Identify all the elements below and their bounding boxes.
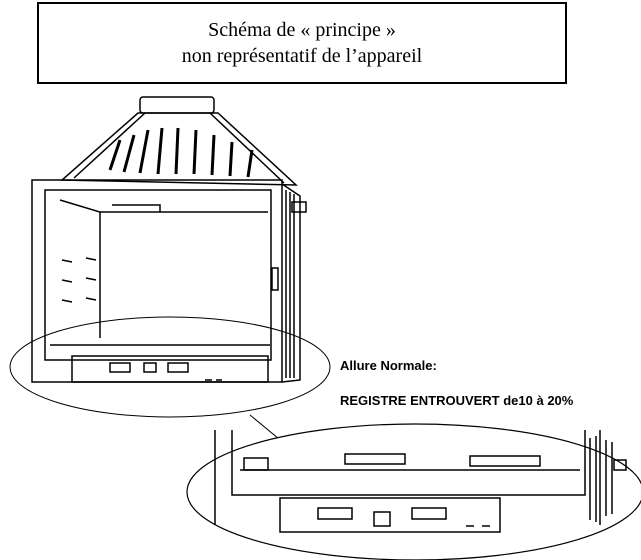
caption-line-1: Schéma de « principe » bbox=[208, 19, 396, 41]
zoom-slider-left bbox=[317, 507, 353, 520]
zoom-slider-right bbox=[411, 507, 447, 520]
side-fins bbox=[285, 190, 295, 378]
register-knob bbox=[143, 362, 157, 373]
caption-box: Schéma de « principe » non représentatif… bbox=[37, 2, 567, 84]
zoom-control-plate bbox=[279, 497, 501, 533]
zoom-log-left bbox=[243, 457, 269, 471]
caption-line-2: non représentatif de l’appareil bbox=[181, 45, 423, 67]
air-slider-right bbox=[167, 362, 189, 373]
side-brackets bbox=[61, 257, 97, 303]
control-plate bbox=[71, 355, 269, 383]
glass-opening bbox=[44, 189, 272, 361]
air-slider-left bbox=[109, 362, 131, 373]
hood-edges bbox=[73, 112, 285, 184]
mode-label: Allure Normale: bbox=[340, 358, 437, 373]
hood-fins bbox=[108, 127, 254, 178]
focus-ellipse bbox=[9, 316, 331, 418]
handle-top bbox=[291, 201, 307, 213]
hood bbox=[60, 112, 298, 186]
zoom-register-knob bbox=[373, 511, 391, 527]
firebox-back bbox=[59, 199, 268, 338]
baffle bbox=[112, 204, 161, 212]
door-latch bbox=[271, 267, 279, 291]
zoom-grate bbox=[344, 453, 406, 465]
flue-collar bbox=[139, 96, 215, 114]
zoom-grate-right bbox=[469, 455, 541, 467]
zoom-ellipse bbox=[186, 423, 641, 560]
zoom-handle bbox=[613, 459, 627, 471]
register-label: REGISTRE ENTROUVERT de10 à 20% bbox=[340, 393, 574, 408]
zoom-glass bbox=[231, 430, 586, 496]
fireplace-insert bbox=[31, 96, 307, 383]
zoom-detail bbox=[214, 430, 627, 533]
zoom-frame-sides bbox=[214, 430, 601, 525]
zoom-side-fins bbox=[589, 436, 613, 522]
side-panel bbox=[281, 183, 301, 383]
